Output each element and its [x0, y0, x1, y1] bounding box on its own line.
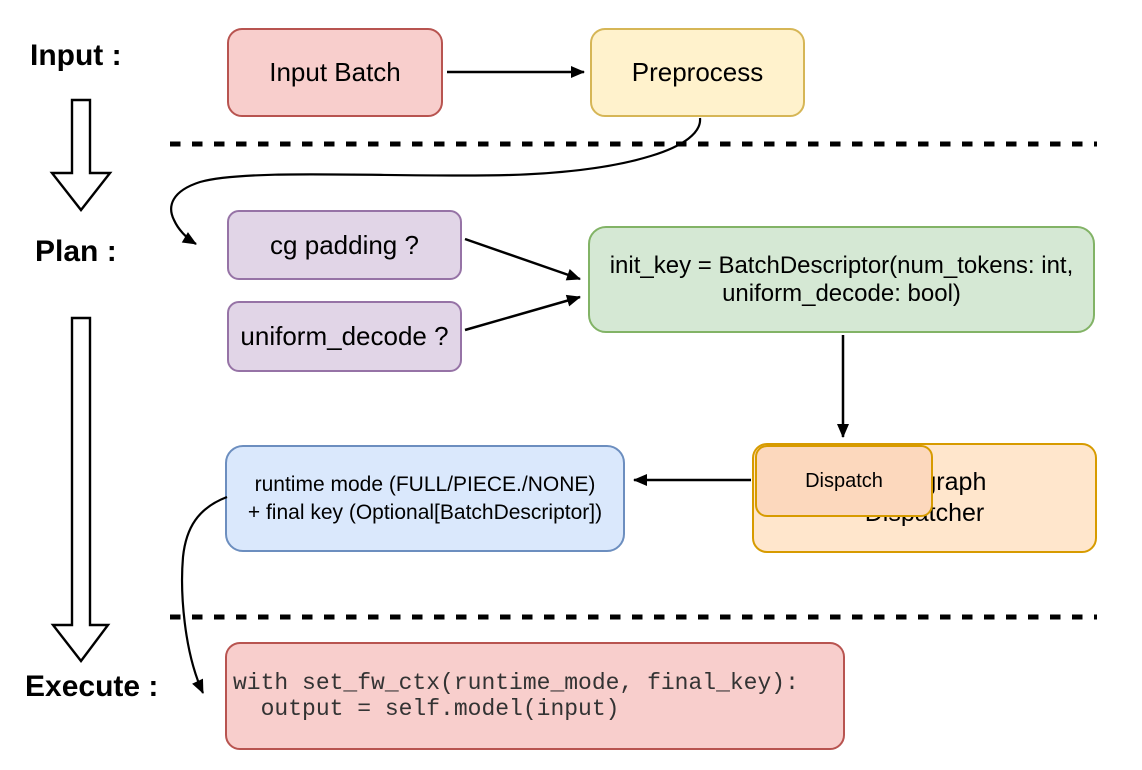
- down-arrow-icon-plan-to-execute: [50, 316, 111, 663]
- dispatch-label: Dispatch: [805, 469, 883, 492]
- uniform-decode-box: uniform_decode ?: [227, 301, 462, 372]
- init-key-line-2: uniform_decode: bool): [722, 279, 961, 307]
- uniform-decode-label: uniform_decode ?: [240, 321, 449, 351]
- arrow-uniform-decode-to-init-key: [464, 294, 581, 332]
- phase-label-plan: Plan :: [35, 235, 117, 268]
- input-batch-label: Input Batch: [269, 57, 401, 87]
- runtime-mode-line-1: runtime mode (FULL/PIECE./NONE): [254, 472, 596, 496]
- down-arrow-icon-input-to-plan: [49, 98, 113, 212]
- execute-code-box: with set_fw_ctx(runtime_mode, final_key)…: [225, 642, 845, 750]
- execute-code-line-1: with set_fw_ctx(runtime_mode, final_key)…: [233, 670, 799, 696]
- preprocess-label: Preprocess: [631, 57, 764, 87]
- execute-code-line-2: output = self.model(input): [233, 696, 620, 722]
- preprocess-box: Preprocess: [590, 28, 805, 117]
- cg-padding-box: cg padding ?: [227, 210, 462, 280]
- arrow-runtime-mode-to-execute-code: [181, 495, 228, 694]
- cg-padding-label: cg padding ?: [270, 229, 419, 260]
- phase-label-input: Input :: [30, 39, 122, 72]
- runtime-mode-box: runtime mode (FULL/PIECE./NONE) + final …: [225, 445, 625, 552]
- arrow-cg-padding-to-init-key: [464, 237, 581, 281]
- dispatch-box: Dispatch: [755, 445, 933, 517]
- runtime-mode-line-2: + final key (Optional[BatchDescriptor]): [247, 500, 603, 524]
- phase-label-execute: Execute :: [25, 670, 159, 703]
- init-key-line-1: init_key = BatchDescriptor(num_tokens: i…: [609, 251, 1074, 279]
- input-batch-box: Input Batch: [227, 28, 443, 117]
- init-key-box: init_key = BatchDescriptor(num_tokens: i…: [588, 226, 1095, 333]
